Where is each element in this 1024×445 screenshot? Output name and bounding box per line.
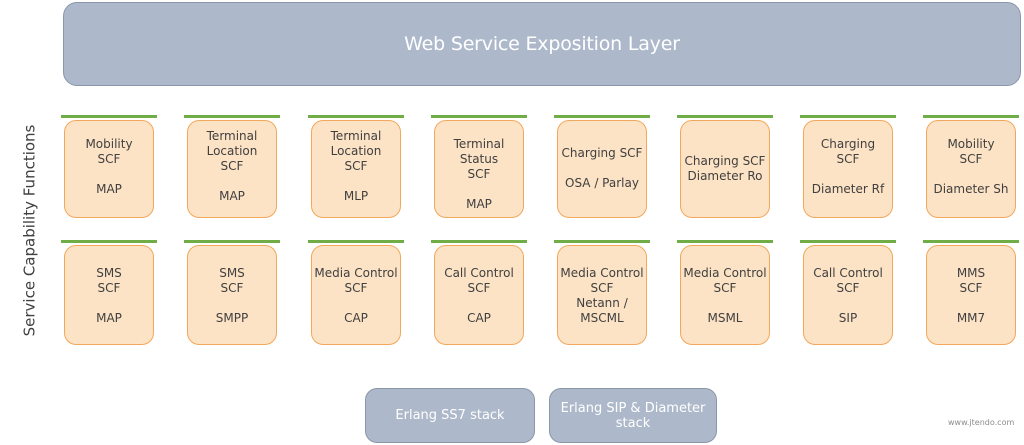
erlang-sip-diameter-stack-box: Erlang SIP & Diameter stack	[549, 388, 717, 443]
site-credit: www.jtendo.com	[948, 418, 1015, 427]
scf-box-media-control-netann-mscml: Media Control SCF Netann / MSCML	[557, 245, 647, 345]
scf-box-media-control-msml: Media Control SCF MSML	[680, 245, 770, 345]
side-label-text: Service Capability Functions	[20, 124, 39, 336]
web-service-exposition-layer: Web Service Exposition Layer	[63, 2, 1021, 86]
row1-divider	[431, 115, 527, 118]
scf-box-call-control-sip: Call Control SCF SIP	[803, 245, 893, 345]
scf-box-call-control-cap: Call Control SCF CAP	[434, 245, 524, 345]
service-capability-functions-label: Service Capability Functions	[0, 124, 60, 336]
scf-box-sms-map: SMS SCF MAP	[64, 245, 154, 345]
scf-box-charging-diameter-ro: Charging SCF Diameter Ro	[680, 120, 770, 218]
scf-box-mms-mm7: MMS SCF MM7	[926, 245, 1016, 345]
row1-divider	[800, 115, 896, 118]
row1-divider	[184, 115, 280, 118]
erlang-ss7-stack-box: Erlang SS7 stack	[365, 388, 535, 443]
scf-box-terminal-location-map: Terminal Location SCF MAP	[187, 120, 277, 218]
row1-divider	[554, 115, 650, 118]
scf-box-media-control-cap: Media Control SCF CAP	[311, 245, 401, 345]
row2-divider	[308, 240, 404, 243]
row1-divider	[923, 115, 1019, 118]
row2-divider	[431, 240, 527, 243]
row1-divider	[308, 115, 404, 118]
row2-divider	[184, 240, 280, 243]
scf-box-charging-osa-parlay: Charging SCF OSA / Parlay	[557, 120, 647, 218]
row2-divider	[923, 240, 1019, 243]
row2-divider	[61, 240, 157, 243]
row2-divider	[677, 240, 773, 243]
row1-divider	[677, 115, 773, 118]
row2-divider	[800, 240, 896, 243]
scf-box-terminal-status-map: Terminal Status SCF MAP	[434, 120, 524, 218]
scf-box-mobility-map: Mobility SCF MAP	[64, 120, 154, 218]
scf-box-terminal-location-mlp: Terminal Location SCF MLP	[311, 120, 401, 218]
row1-divider	[61, 115, 157, 118]
scf-box-mobility-diameter-sh: Mobility SCF Diameter Sh	[926, 120, 1016, 218]
scf-box-sms-smpp: SMS SCF SMPP	[187, 245, 277, 345]
row2-divider	[554, 240, 650, 243]
scf-box-charging-diameter-rf: Charging SCF Diameter Rf	[803, 120, 893, 218]
